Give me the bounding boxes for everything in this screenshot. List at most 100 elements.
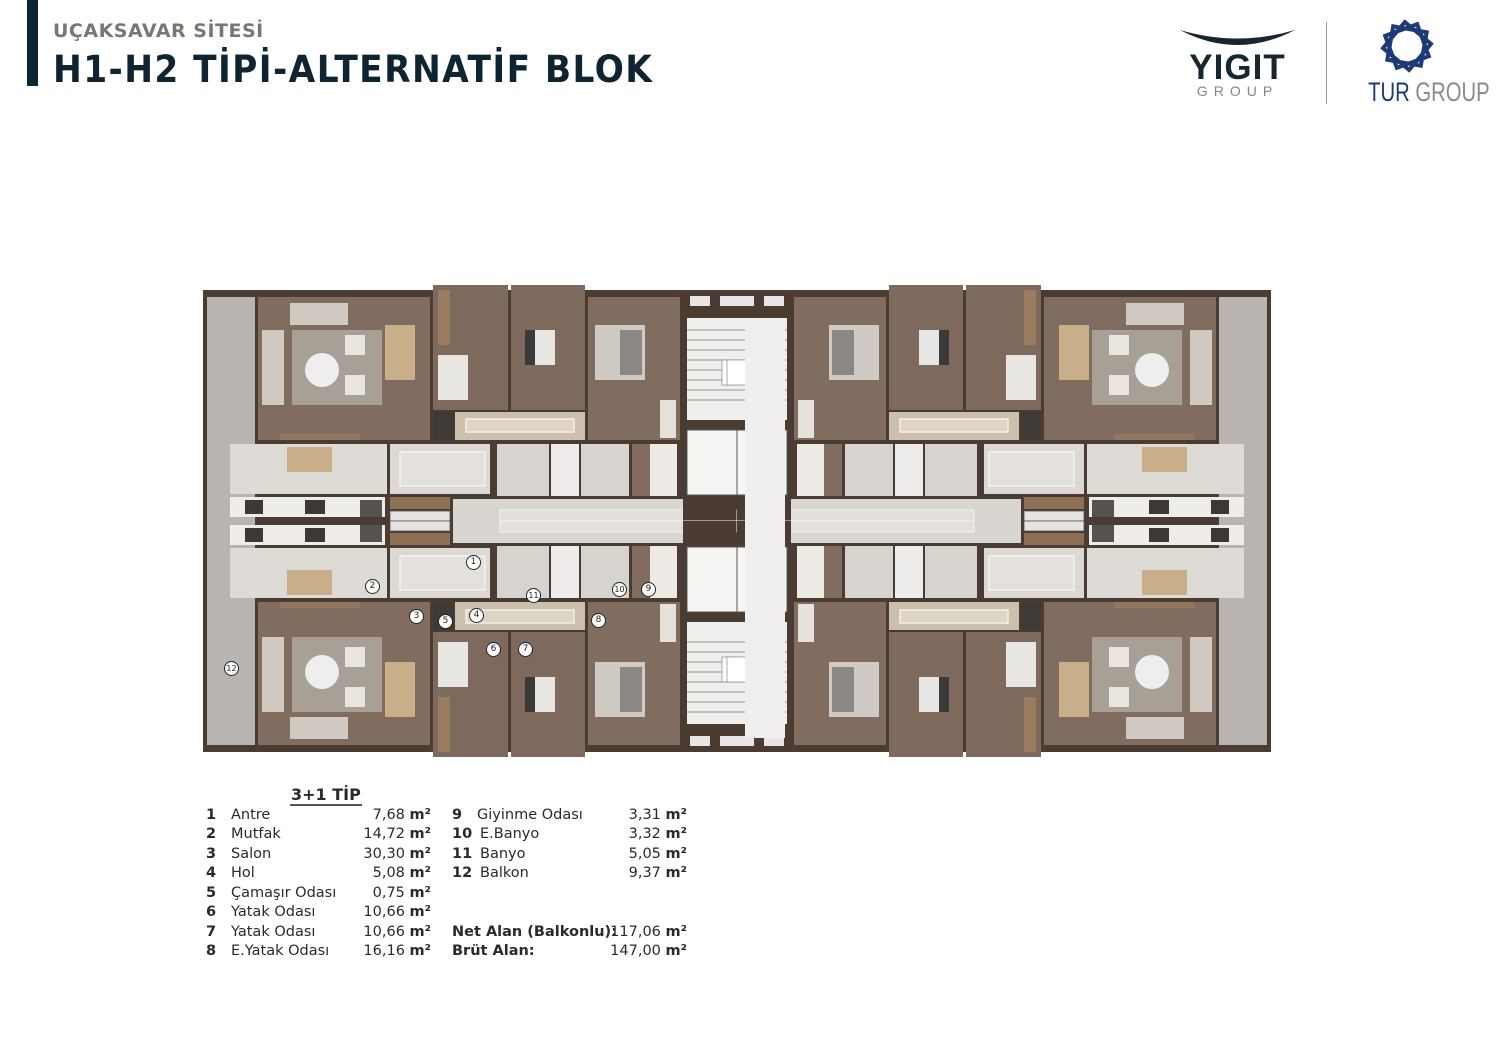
tur-logo-secondary: GROUP: [1415, 77, 1490, 107]
legend-room-label: Antre: [231, 807, 271, 823]
legend-room-number: 6: [206, 904, 217, 920]
plan-quadrant-bottom-right: [726, 520, 1272, 758]
legend-area-value: 3,32 m²: [629, 825, 687, 844]
legend-area-value: 30,30 m²: [363, 845, 431, 864]
legend-room-label: Yatak Odası: [231, 924, 316, 940]
legend-area-value: 117,06 m²: [610, 923, 687, 942]
room-marker-6: 6: [486, 642, 501, 657]
area-number: 10,66: [363, 924, 405, 940]
legend-area-value: 7,68 m²: [373, 806, 431, 825]
legend-room-number: 12: [452, 865, 473, 881]
legend-area-value: 147,00 m²: [610, 942, 687, 961]
legend-room-number: 4: [206, 865, 217, 881]
room-marker-12: 12: [224, 661, 239, 676]
tur-group-logo: TUR GROUP: [1355, 15, 1490, 110]
legend-area-value: 10,66 m²: [363, 923, 431, 942]
legend-row: 12 Balkon 9,37 m²: [452, 864, 687, 883]
legend-room-number: 3: [206, 846, 217, 862]
area-number: 30,30: [363, 846, 405, 862]
room-marker-5: 5: [438, 614, 453, 629]
legend-room-number: 5: [206, 885, 217, 901]
area-unit: m²: [665, 943, 687, 959]
legend-room-label: Hol: [231, 865, 255, 881]
legend-area-value: 5,08 m²: [373, 864, 431, 883]
legend-row: 5 Çamaşır Odası 0,75 m²: [206, 884, 431, 903]
area-unit: m²: [409, 904, 431, 920]
room-marker-1: 1: [466, 555, 481, 570]
legend-room-label: Giyinme Odası: [477, 807, 583, 823]
legend-room-number: 9: [452, 807, 463, 823]
area-number: 0,75: [372, 885, 405, 901]
area-number: 10,66: [363, 904, 405, 920]
page-title: H1-H2 TİPİ-ALTERNATİF BLOK: [53, 48, 654, 91]
legend-room-label: E.Yatak Odası: [231, 943, 330, 959]
legend-area-value: 0,75 m²: [373, 884, 431, 903]
area-unit: m²: [409, 924, 431, 940]
area-number: 117,06: [610, 924, 661, 940]
legend-room-label: Çamaşır Odası: [231, 885, 337, 901]
legend-row: 10 E.Banyo 3,32 m²: [452, 825, 687, 844]
area-unit: m²: [665, 924, 687, 940]
area-number: 147,00: [610, 943, 661, 959]
logo-arc-icon: [1180, 30, 1295, 45]
legend-row: 8 E.Yatak Odası 16,16 m²: [206, 942, 431, 961]
legend-area-value: 3,31 m²: [629, 806, 687, 825]
room-marker-10: 10: [612, 582, 627, 597]
legend-room-number: 8: [206, 943, 217, 959]
room-marker-3: 3: [409, 609, 424, 624]
room-marker-11: 11: [526, 588, 541, 603]
plan-quadrant-top-left: [202, 284, 748, 522]
area-number: 3,31: [628, 807, 661, 823]
tur-emblem-icon: [1380, 19, 1434, 73]
legend-room-label: Net Alan (Balkonlu):: [452, 924, 617, 940]
tur-logo-word: TUR GROUP: [1368, 77, 1490, 107]
area-number: 16,16: [363, 943, 405, 959]
area-unit: m²: [409, 943, 431, 959]
legend-area-value: 9,37 m²: [629, 864, 687, 883]
room-marker-7: 7: [518, 642, 533, 657]
room-marker-9: 9: [641, 582, 656, 597]
legend-area-value: 5,05 m²: [629, 845, 687, 864]
legend-room-label: Yatak Odası: [231, 904, 316, 920]
legend-room-label: Mutfak: [231, 826, 281, 842]
area-unit: m²: [409, 826, 431, 842]
area-unit: m²: [409, 807, 431, 823]
yigit-logo-sub: GROUP: [1196, 83, 1279, 99]
legend-room-label: Banyo: [480, 846, 526, 862]
legend-area-value: 10,66 m²: [363, 903, 431, 922]
tur-logo-primary: TUR: [1368, 77, 1410, 107]
area-number: 3,32: [628, 826, 661, 842]
yigit-logo-word: YIGIT: [1189, 48, 1286, 87]
area-unit: m²: [409, 846, 431, 862]
area-number: 5,08: [372, 865, 405, 881]
logo-divider: [1326, 22, 1327, 104]
room-marker-8: 8: [591, 613, 606, 628]
legend-room-number: 7: [206, 924, 217, 940]
title-accent-bar: [27, 0, 38, 86]
project-subtitle: UÇAKSAVAR SİTESİ: [53, 20, 264, 42]
area-number: 14,72: [363, 826, 405, 842]
legend-area-value: 14,72 m²: [363, 825, 431, 844]
area-unit: m²: [665, 865, 687, 881]
legend-room-label: E.Banyo: [480, 826, 540, 842]
room-marker-4: 4: [469, 608, 484, 623]
legend-row: 1 Antre 7,68 m²: [206, 806, 431, 825]
legend-area-value: 16,16 m²: [363, 942, 431, 961]
plan-quadrant-top-right: [726, 284, 1272, 522]
area-number: 5,05: [628, 846, 661, 862]
central-stair-core: [745, 318, 785, 738]
legend-row: 9 Giyinme Odası 3,31 m²: [452, 806, 687, 825]
area-unit: m²: [409, 885, 431, 901]
legend-row: 7 Yatak Odası 10,66 m²: [206, 923, 431, 942]
legend-room-label: Brüt Alan:: [452, 943, 535, 959]
legend-row: Brüt Alan: 147,00 m²: [452, 942, 687, 961]
legend-room-number: 1: [206, 807, 217, 823]
legend-row: Net Alan (Balkonlu):117,06 m²: [452, 923, 687, 942]
legend-room-label: Balkon: [480, 865, 529, 881]
legend-room-number: 10: [452, 826, 473, 842]
legend-row: 4 Hol 5,08 m²: [206, 864, 431, 883]
